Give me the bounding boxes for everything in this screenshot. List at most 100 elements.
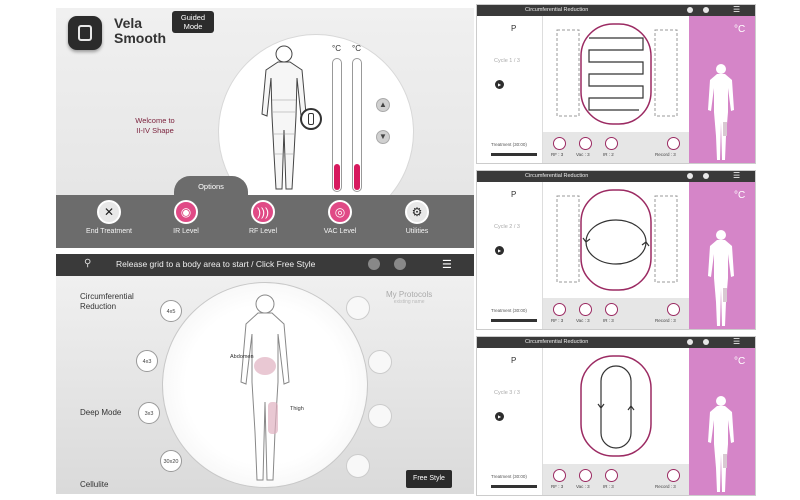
grid-workspace bbox=[543, 16, 689, 132]
sync-icon[interactable] bbox=[687, 7, 693, 13]
session-info: P Cycle 3 / 3 ▶ Treatment (30:00) bbox=[477, 348, 543, 495]
guided-mode-button[interactable]: Guided Mode bbox=[172, 11, 214, 33]
play-icon[interactable]: ▶ bbox=[495, 412, 504, 421]
settings-icon[interactable] bbox=[703, 173, 709, 179]
temp-unit: °C bbox=[734, 24, 746, 35]
menu-icon[interactable]: ☰ bbox=[442, 259, 452, 271]
utilities-button[interactable]: ⚙ Utilities bbox=[382, 200, 452, 235]
category-deep-mode[interactable]: Deep Mode bbox=[80, 408, 122, 417]
panel-header: Circumferential Reduction ☰ bbox=[477, 5, 755, 16]
param-label: RF : 3 bbox=[551, 318, 564, 323]
body-preview: °C bbox=[689, 348, 755, 495]
top-bar: ⚲ Release grid to a body area to start /… bbox=[56, 254, 474, 276]
ir-indicator-icon[interactable] bbox=[605, 469, 618, 482]
body-preview-silhouette bbox=[708, 64, 734, 160]
tool-label: RF Level bbox=[248, 228, 277, 235]
temperature-gauge-left bbox=[332, 58, 342, 192]
grid-workspace bbox=[543, 182, 689, 298]
parameter-bar: RF : 3 Vac : 3 IR : 3 Record : 3 bbox=[543, 298, 689, 329]
protocol-slot[interactable] bbox=[346, 454, 370, 478]
treatment-panel-3: Circumferential Reduction ☰ P Cycle 3 / … bbox=[476, 336, 756, 496]
category-circumferential[interactable]: Circumferential Reduction bbox=[80, 292, 134, 311]
tool-label: IR Level bbox=[173, 228, 199, 235]
panel-title: Circumferential Reduction bbox=[525, 7, 589, 13]
menu-icon[interactable]: ☰ bbox=[733, 171, 741, 180]
welcome-text: Welcome to II-IV Shape bbox=[135, 116, 175, 135]
rf-indicator-icon[interactable] bbox=[553, 303, 566, 316]
vac-level-button[interactable]: ◎ VAC Level bbox=[305, 200, 375, 235]
param-label: IR : 3 bbox=[603, 484, 614, 489]
param-label: Record : 3 bbox=[655, 318, 676, 323]
body-preview-silhouette bbox=[708, 230, 734, 326]
param-label: Record : 3 bbox=[655, 484, 676, 489]
vacuum-target-icon: ◎ bbox=[328, 200, 352, 224]
end-treatment-button[interactable]: ✕ End Treatment bbox=[74, 200, 144, 235]
parameter-bar: RF : 3 Vac : 3 IR : 3 Record : 3 bbox=[543, 464, 689, 495]
temp-down-icon[interactable]: ▼ bbox=[376, 130, 390, 144]
vac-indicator-icon[interactable] bbox=[579, 303, 592, 316]
body-figure-icon[interactable]: ⚲ bbox=[84, 258, 92, 269]
body-preview: °C bbox=[689, 16, 755, 163]
vac-indicator-icon[interactable] bbox=[579, 137, 592, 150]
sync-icon[interactable] bbox=[368, 258, 380, 270]
param-label: Vac : 3 bbox=[576, 484, 590, 489]
instruction-text: Release grid to a body area to start / C… bbox=[116, 259, 316, 269]
ir-indicator-icon[interactable] bbox=[605, 303, 618, 316]
vertical-loop-pattern bbox=[580, 355, 652, 457]
protocol-slot[interactable] bbox=[368, 350, 392, 374]
settings-icon[interactable] bbox=[703, 339, 709, 345]
program-letter: P bbox=[511, 24, 517, 33]
settings-icon[interactable] bbox=[703, 7, 709, 13]
play-icon[interactable]: ▶ bbox=[495, 80, 504, 89]
record-indicator-icon[interactable] bbox=[667, 137, 680, 150]
grid-3x3-button[interactable]: 3x3 bbox=[138, 402, 160, 424]
panel-title: Circumferential Reduction bbox=[525, 339, 589, 345]
my-protocols-subtitle: existing name bbox=[393, 299, 425, 305]
sync-icon[interactable] bbox=[687, 173, 693, 179]
treatment-progress-bar bbox=[491, 319, 537, 322]
gear-icon: ⚙ bbox=[405, 200, 429, 224]
session-info: P Cycle 1 / 3 ▶ Treatment (30:00) bbox=[477, 16, 543, 163]
my-protocols-title: My Protocols existing name bbox=[386, 290, 432, 305]
body-preview-silhouette bbox=[708, 396, 734, 492]
settings-icon[interactable] bbox=[394, 258, 406, 270]
grid-workspace bbox=[543, 348, 689, 464]
free-style-button[interactable]: Free Style bbox=[406, 470, 452, 488]
play-icon[interactable]: ▶ bbox=[495, 246, 504, 255]
rf-level-button[interactable]: ))) RF Level bbox=[228, 200, 298, 235]
grid-4x3-button[interactable]: 4x3 bbox=[136, 350, 158, 372]
ir-indicator-icon[interactable] bbox=[605, 137, 618, 150]
rf-waves-icon: ))) bbox=[251, 200, 275, 224]
protocol-slot[interactable] bbox=[346, 296, 370, 320]
body-preview: °C bbox=[689, 182, 755, 329]
record-indicator-icon[interactable] bbox=[667, 303, 680, 316]
menu-icon[interactable]: ☰ bbox=[733, 337, 741, 346]
panel-header: Circumferential Reduction ☰ bbox=[477, 171, 755, 182]
temp-unit: °C bbox=[734, 356, 746, 367]
rf-indicator-icon[interactable] bbox=[553, 469, 566, 482]
options-toolbar: ✕ End Treatment ◉ IR Level ))) RF Level … bbox=[56, 195, 474, 248]
record-indicator-icon[interactable] bbox=[667, 469, 680, 482]
protocol-slot[interactable] bbox=[368, 404, 392, 428]
treatment-progress-bar bbox=[491, 485, 537, 488]
body-silhouette-target bbox=[240, 294, 290, 481]
treatment-progress-bar bbox=[491, 153, 537, 156]
applicator-icon[interactable] bbox=[300, 108, 322, 130]
treatment-time: Treatment (30:00) bbox=[491, 474, 527, 479]
grid-30x20-button[interactable]: 30x20 bbox=[160, 450, 182, 472]
menu-icon[interactable]: ☰ bbox=[733, 5, 741, 14]
temp-up-icon[interactable]: ▲ bbox=[376, 98, 390, 112]
grid-4x5-button[interactable]: 4x5 bbox=[160, 300, 182, 322]
vac-indicator-icon[interactable] bbox=[579, 469, 592, 482]
rf-indicator-icon[interactable] bbox=[553, 137, 566, 150]
protocol-selection-screen: ⚲ Release grid to a body area to start /… bbox=[56, 254, 474, 494]
ir-level-button[interactable]: ◉ IR Level bbox=[151, 200, 221, 235]
app-title: Vela Smooth bbox=[114, 15, 167, 46]
param-label: RF : 3 bbox=[551, 152, 564, 157]
temperature-gauge-right bbox=[352, 58, 362, 192]
category-cellulite[interactable]: Cellulite bbox=[80, 480, 109, 489]
sync-icon[interactable] bbox=[687, 339, 693, 345]
tool-label: End Treatment bbox=[86, 228, 132, 235]
param-label: IR : 2 bbox=[603, 152, 614, 157]
param-label: IR : 3 bbox=[603, 318, 614, 323]
